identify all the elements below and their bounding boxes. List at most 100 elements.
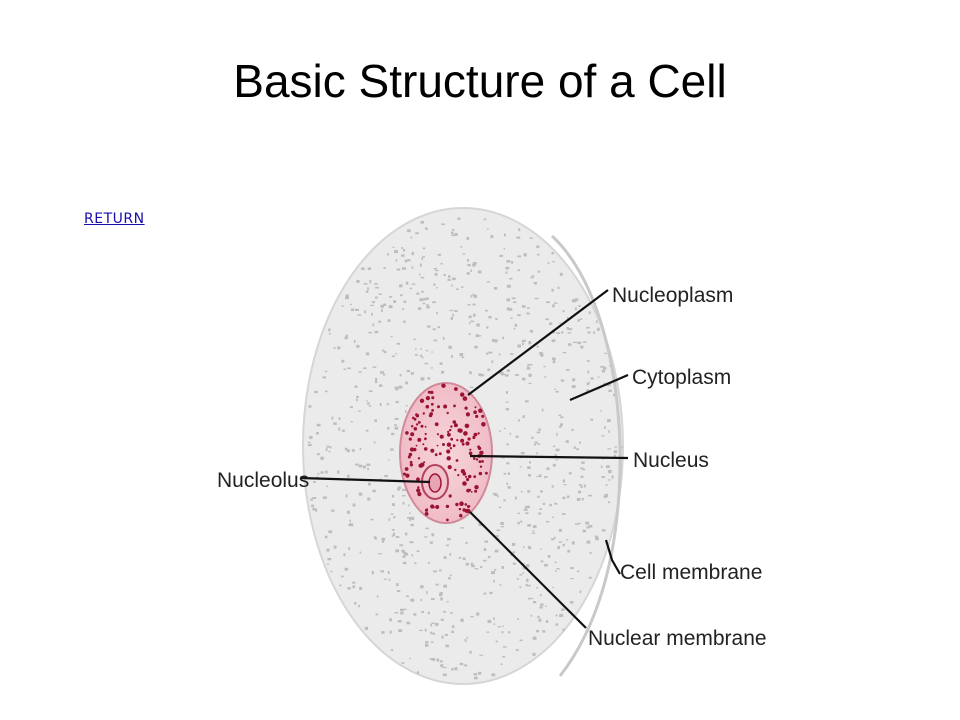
chromatin-dot xyxy=(424,425,427,428)
cytoplasm-speckle xyxy=(558,414,562,416)
chromatin-dot xyxy=(457,428,462,433)
cytoplasm-speckle xyxy=(405,381,408,385)
cytoplasm-speckle xyxy=(532,636,537,640)
cytoplasm-speckle xyxy=(544,563,548,567)
cytoplasm-speckle xyxy=(539,606,543,609)
cytoplasm-speckle xyxy=(439,592,443,595)
cytoplasm-speckle xyxy=(517,269,521,272)
cytoplasm-speckle xyxy=(392,246,395,248)
cytoplasm-speckle xyxy=(552,260,555,263)
cytoplasm-speckle xyxy=(585,521,590,525)
chromatin-dot xyxy=(478,460,482,463)
cytoplasm-speckle xyxy=(486,281,490,283)
cytoplasm-speckle xyxy=(553,536,556,539)
cytoplasm-speckle xyxy=(576,498,581,501)
cytoplasm-speckle xyxy=(366,400,368,402)
cytoplasm-speckle xyxy=(528,364,533,366)
cytoplasm-speckle xyxy=(437,253,442,256)
cytoplasm-speckle xyxy=(530,597,534,600)
cytoplasm-speckle xyxy=(562,543,565,547)
cytoplasm-speckle xyxy=(509,432,512,435)
chromatin-dot xyxy=(464,406,468,410)
cytoplasm-speckle xyxy=(418,273,421,276)
cytoplasm-speckle xyxy=(425,297,429,300)
cytoplasm-speckle xyxy=(358,464,363,468)
cytoplasm-speckle xyxy=(463,664,468,667)
cytoplasm-speckle xyxy=(375,296,378,299)
cytoplasm-speckle xyxy=(519,586,522,588)
cytoplasm-speckle xyxy=(410,523,414,527)
chromatin-dot xyxy=(408,437,412,441)
cytoplasm-speckle xyxy=(420,221,425,224)
cytoplasm-speckle xyxy=(375,613,379,616)
cytoplasm-speckle xyxy=(376,595,379,598)
cytoplasm-speckle xyxy=(522,566,527,570)
cytoplasm-speckle xyxy=(328,450,331,453)
cytoplasm-speckle xyxy=(506,443,509,446)
cytoplasm-speckle xyxy=(512,301,517,303)
chromatin-dot xyxy=(430,402,434,406)
cytoplasm-speckle xyxy=(545,605,548,607)
cytoplasm-speckle xyxy=(356,344,360,348)
cytoplasm-speckle xyxy=(451,234,456,237)
chromatin-dot xyxy=(473,457,476,460)
cytoplasm-speckle xyxy=(505,408,510,411)
cytoplasm-speckle xyxy=(480,374,484,377)
cytoplasm-speckle xyxy=(556,568,560,570)
cytoplasm-speckle xyxy=(365,352,370,356)
cytoplasm-speckle xyxy=(529,237,534,239)
cytoplasm-speckle xyxy=(383,578,387,580)
cytoplasm-speckle xyxy=(401,549,405,553)
cytoplasm-speckle xyxy=(528,373,532,377)
cytoplasm-speckle xyxy=(465,541,468,544)
return-link[interactable]: RETURN xyxy=(84,211,145,227)
cytoplasm-speckle xyxy=(556,432,558,436)
cytoplasm-speckle xyxy=(394,426,399,430)
cytoplasm-speckle xyxy=(461,356,465,359)
cytoplasm-speckle xyxy=(608,501,611,504)
cytoplasm-speckle xyxy=(452,313,454,317)
cytoplasm-speckle xyxy=(397,486,401,489)
cytoplasm-speckle xyxy=(433,268,438,270)
cytoplasm-speckle xyxy=(451,284,453,287)
cytoplasm-speckle xyxy=(614,446,617,448)
cytoplasm-speckle xyxy=(539,508,542,510)
chromatin-dot xyxy=(464,423,470,429)
cytoplasm-speckle xyxy=(530,276,534,279)
cytoplasm-speckle xyxy=(403,608,407,611)
cytoplasm-speckle xyxy=(405,595,409,598)
chromatin-dot xyxy=(453,404,456,408)
cytoplasm-speckle xyxy=(427,377,431,380)
cytoplasm-speckle xyxy=(487,619,492,623)
cytoplasm-speckle xyxy=(394,386,399,390)
cytoplasm-speckle xyxy=(316,476,319,478)
chromatin-dot xyxy=(422,443,425,446)
cytoplasm-speckle xyxy=(386,403,389,406)
cytoplasm-speckle xyxy=(568,328,573,331)
cytoplasm-speckle xyxy=(405,405,408,407)
cytoplasm-speckle xyxy=(531,275,535,277)
cytoplasm-speckle xyxy=(333,545,337,549)
cytoplasm-speckle xyxy=(451,630,454,633)
cytoplasm-speckle xyxy=(561,331,564,334)
cytoplasm-speckle xyxy=(605,465,610,468)
cytoplasm-speckle xyxy=(519,639,523,642)
cytoplasm-speckle xyxy=(450,316,453,320)
chromatin-dot xyxy=(447,430,450,433)
cytoplasm-speckle xyxy=(533,281,537,285)
cytoplasm-speckle xyxy=(413,613,417,616)
cytoplasm-speckle xyxy=(404,259,408,263)
cytoplasm-speckle xyxy=(352,585,356,589)
cytoplasm-speckle xyxy=(544,376,547,378)
chromatin-dot xyxy=(466,488,470,493)
cytoplasm-speckle xyxy=(586,360,590,362)
cytoplasm-speckle xyxy=(436,658,440,662)
cytoplasm-speckle xyxy=(434,272,438,276)
cytoplasm-speckle xyxy=(397,488,400,491)
cytoplasm-speckle xyxy=(554,502,558,505)
cytoplasm-speckle xyxy=(395,536,400,538)
cytoplasm-speckle xyxy=(430,631,432,634)
chromatin-dot xyxy=(456,439,459,442)
cytoplasm-speckle xyxy=(439,660,443,663)
cytoplasm-speckle xyxy=(449,574,452,577)
